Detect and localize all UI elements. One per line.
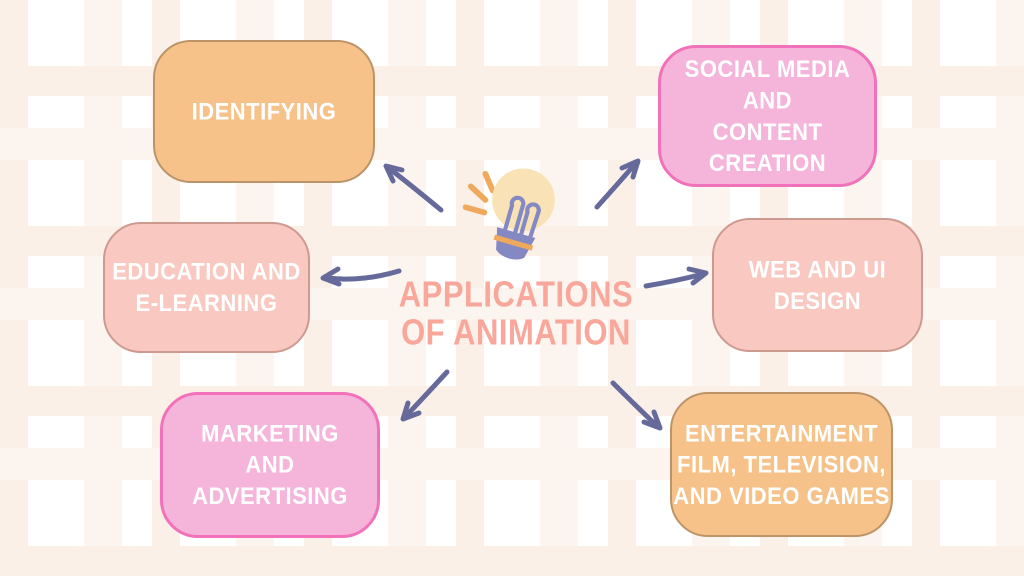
node-label: SOCIAL MEDIA AND CONTENT CREATION [684,55,851,177]
page-title: APPLICATIONS OF ANIMATION [398,273,634,353]
arrow-to-social-icon [594,158,641,210]
arrow-to-web-icon [643,266,709,289]
node-identifying: IDENTIFYING [153,40,375,183]
node-social-media: SOCIAL MEDIA AND CONTENT CREATION [658,45,877,187]
node-label: IDENTIFYING [191,97,337,125]
arrow-to-education-icon [320,266,402,287]
lightbulb-icon [462,168,555,260]
node-label: MARKETING AND ADVERTISING [192,420,348,510]
arrow-to-entertainment-icon [610,380,663,431]
node-marketing: MARKETING AND ADVERTISING [160,392,380,538]
node-label: WEB AND UI DESIGN [748,255,887,315]
bulb-body-icon [492,168,555,260]
node-label: EDUCATION AND E-LEARNING [112,258,301,317]
spark-lines-icon [462,170,496,216]
node-web-ui-design: WEB AND UI DESIGN [712,218,923,352]
node-education: EDUCATION AND E-LEARNING [103,222,310,353]
node-label: ENTERTAINMENT FILM, TELEVISION, AND VIDE… [673,419,890,510]
arrow-to-identifying-icon [383,163,444,213]
node-entertainment: ENTERTAINMENT FILM, TELEVISION, AND VIDE… [670,392,893,537]
arrow-to-marketing-icon [400,369,450,422]
